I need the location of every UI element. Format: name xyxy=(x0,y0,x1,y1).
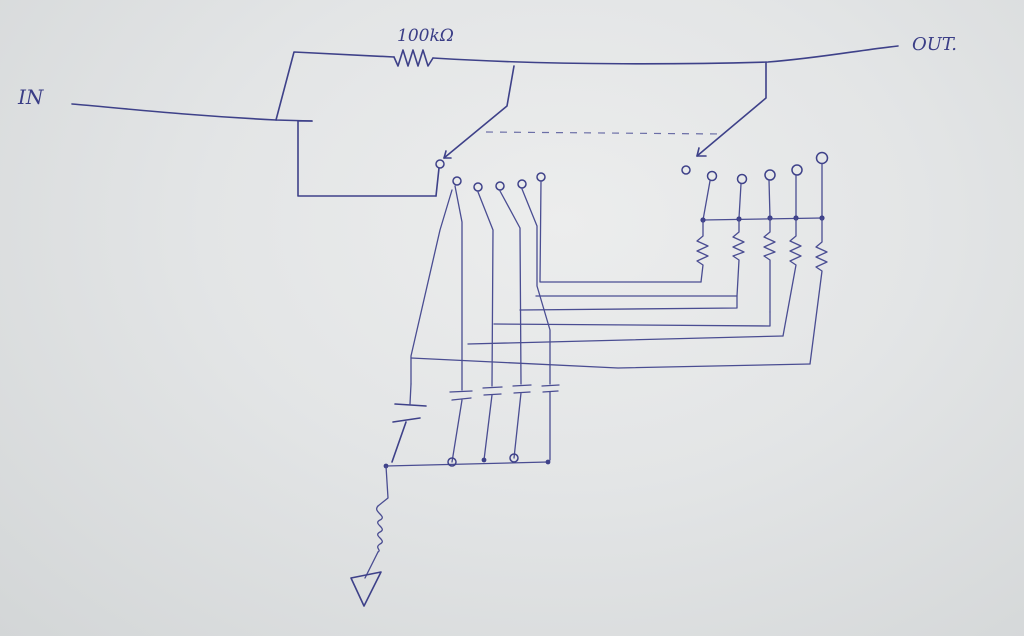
left-common-down-lead xyxy=(410,189,453,385)
bypass-loop xyxy=(297,120,437,197)
bus-terminal-1 xyxy=(447,457,457,467)
main-capacitor xyxy=(391,403,427,463)
left-common-terminal xyxy=(435,159,445,169)
left-switch-wiper xyxy=(443,65,515,159)
resistor-r5 xyxy=(809,217,828,365)
left-contact-4-lead xyxy=(521,188,551,385)
inductor-lead xyxy=(377,465,389,507)
junction-dot xyxy=(545,459,551,465)
left-common-lead xyxy=(435,167,440,197)
link-r3-to-capacitor-3 xyxy=(493,311,771,327)
resistor-r1 xyxy=(696,219,709,283)
capacitor-c1 xyxy=(449,390,473,463)
input-label: IN xyxy=(17,85,45,109)
right-contact-5 xyxy=(815,151,829,165)
main-capacitor-top-lead xyxy=(409,383,412,405)
input-to-resistor-wire xyxy=(275,51,395,121)
left-wiper-arrow-icon xyxy=(443,150,452,159)
series-resistor-zigzag xyxy=(393,49,434,67)
link-r1-to-contact-5 xyxy=(539,180,702,283)
resistor-value-label: 100kΩ xyxy=(397,26,454,46)
link-r4-to-capacitor-2 xyxy=(467,335,784,345)
left-contact-1 xyxy=(452,176,462,186)
left-contact-2 xyxy=(473,182,483,192)
bus-terminal-2 xyxy=(509,453,519,463)
capacitor-c2 xyxy=(482,386,503,461)
gang-link-dashed xyxy=(485,131,723,135)
ground-symbol-icon xyxy=(350,571,382,607)
right-contact-2 xyxy=(736,173,748,185)
right-resistor-bus xyxy=(702,217,823,221)
left-contact-3 xyxy=(495,181,505,191)
right-contact-3 xyxy=(764,169,776,181)
right-switch-wiper xyxy=(696,61,767,157)
resistor-r4 xyxy=(782,217,802,337)
right-common-terminal xyxy=(681,165,691,175)
capacitor-c3 xyxy=(512,384,532,459)
capacitor-c4 xyxy=(541,384,560,461)
junction-dot xyxy=(481,457,487,463)
left-contact-4 xyxy=(517,179,527,189)
ground-lead xyxy=(364,551,379,579)
resistor-r3 xyxy=(763,217,776,313)
right-wiper-arrow-icon xyxy=(696,147,707,157)
link-r2-to-capacitor-4 xyxy=(519,295,738,311)
link-r5-to-common xyxy=(410,357,811,369)
left-contact-5 xyxy=(536,172,546,182)
inductor-coil xyxy=(376,505,383,553)
output-rail xyxy=(432,45,899,65)
right-contact-leads xyxy=(702,163,823,221)
resistor-r2 xyxy=(732,218,745,297)
input-wire xyxy=(71,103,313,122)
left-contact-1-lead xyxy=(454,185,463,391)
right-contact-4 xyxy=(791,164,803,176)
right-contact-1 xyxy=(706,170,718,182)
capacitor-ground-bus xyxy=(385,461,549,467)
output-label: OUT. xyxy=(912,34,957,55)
left-contact-2-lead xyxy=(477,191,494,387)
left-contact-3-lead xyxy=(499,190,522,385)
